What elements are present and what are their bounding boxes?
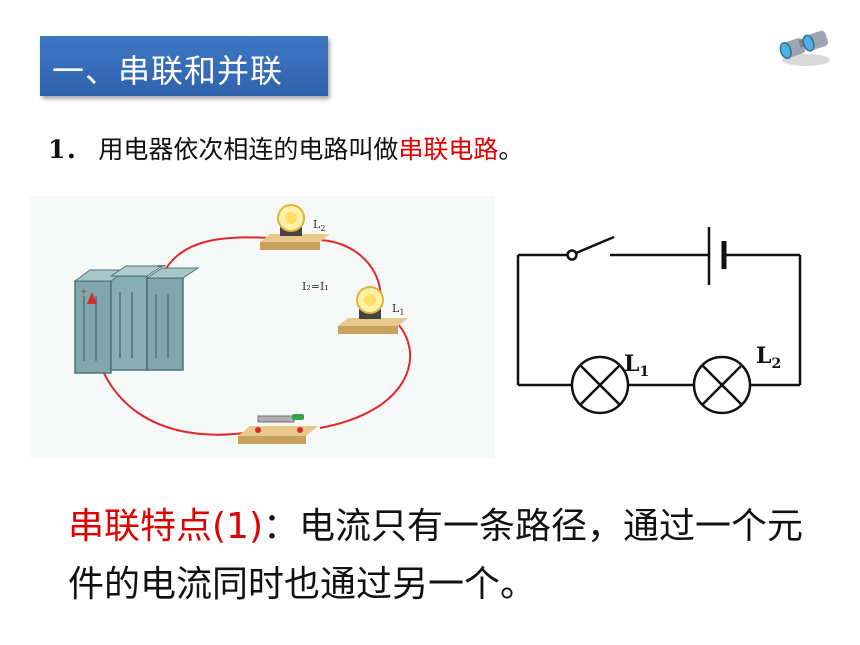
- photo-label-l2-sub: 2: [320, 224, 325, 233]
- lamp1-label: L: [624, 351, 639, 377]
- lamp-symbol-icon: [570, 355, 630, 415]
- lamp-symbol-icon: [692, 355, 752, 415]
- section-title: 一、串联和并联: [52, 52, 284, 90]
- switch-icon: [238, 414, 318, 444]
- feature-colon: ：: [263, 506, 300, 547]
- current-equation: I₂=I₁: [302, 280, 329, 293]
- section-title-bar: 一、串联和并联: [40, 36, 328, 96]
- bulb-icon: [260, 204, 330, 250]
- svg-text:L1: L1: [624, 351, 649, 380]
- minus-sign: −: [156, 259, 167, 274]
- lamp2-label: L: [756, 343, 771, 369]
- definition-line: 1．用电器依次相连的电路叫做串联电路。: [48, 130, 523, 166]
- photo-label-l2: L: [313, 218, 321, 231]
- battery-icon: [73, 265, 200, 374]
- feature-text: 电流只有一条路径，通过一个元件的电流同时也通过另一个。: [68, 506, 804, 605]
- lamp2-sub: 2: [771, 356, 781, 372]
- bulb-icon: [338, 286, 408, 334]
- feature-label: 串联特点(1): [68, 506, 263, 547]
- item-number: 1．: [48, 135, 91, 164]
- series-circuit-illustration: + − L2 I₂=I₁ L1: [30, 196, 495, 458]
- plus-sign: +: [80, 287, 88, 297]
- svg-text:L2: L2: [756, 343, 781, 372]
- binoculars-icon: [779, 30, 830, 66]
- definition-text: 用电器依次相连的电路叫做: [98, 135, 399, 164]
- definition-end: 。: [498, 135, 524, 164]
- definition-highlight: 串联电路: [398, 135, 499, 164]
- series-circuit-schematic: L1 L2: [516, 227, 802, 415]
- feature-paragraph: 串联特点(1)：电流只有一条路径，通过一个元件的电流同时也通过另一个。: [68, 498, 828, 614]
- svg-text:L1: L1: [392, 302, 404, 317]
- photo-label-l1-sub: 1: [399, 308, 404, 317]
- photo-label-l1: L: [392, 302, 400, 315]
- lamp1-sub: 1: [639, 364, 649, 380]
- svg-text:L2: L2: [313, 218, 325, 233]
